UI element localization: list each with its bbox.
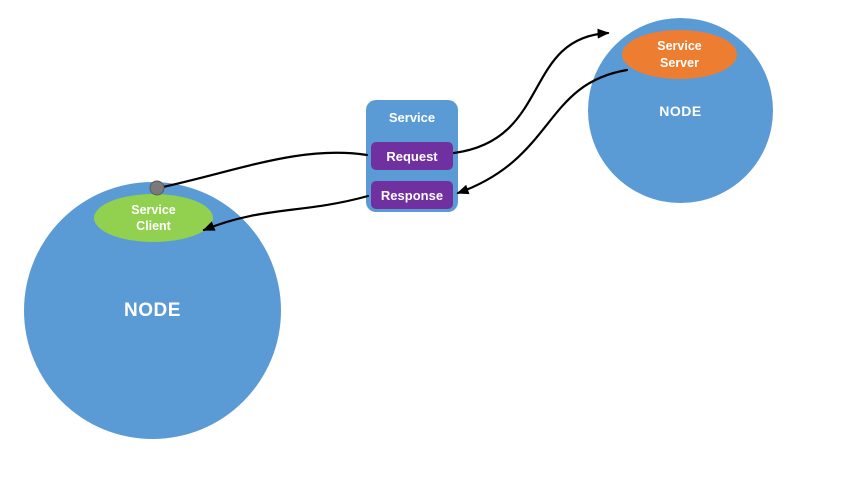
arrow-request-to-server [452,28,610,155]
service-server-ellipse: Service Server [622,30,737,79]
service-client-label-line2: Client [136,219,171,233]
response-box: Response [371,181,453,209]
service-box-title: Service [388,110,436,125]
service-server-label-line1: Service [657,39,702,54]
service-client-label-line1: Service [131,202,176,217]
left-node-label: NODE [124,299,181,321]
service-server-label-line2: Server [660,55,699,70]
request-box: Request [371,142,453,170]
arrow-client-to-request [161,151,369,189]
right-node-label: NODE [659,102,702,119]
service-box: Service Request Response [366,100,458,212]
service-client-ellipse: Service Client [94,194,213,242]
